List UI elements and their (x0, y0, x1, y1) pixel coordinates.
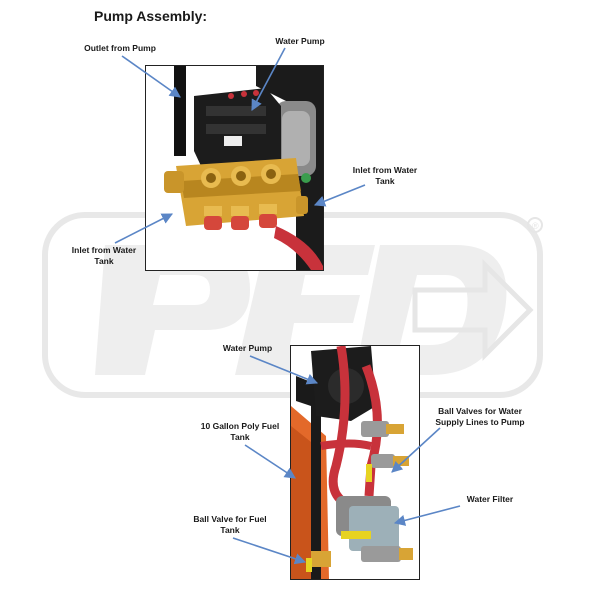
label-ball-valves-line1: Ball Valves for Water (438, 406, 522, 416)
label-outlet-from-pump: Outlet from Pump (84, 43, 156, 53)
top-pump-photo (145, 65, 324, 271)
arrow-ball-valves (391, 427, 441, 473)
label-inlet-right: Inlet from Water Tank (345, 165, 425, 187)
bottom-pump-photo (290, 345, 420, 580)
arrow-fuel-tank (244, 444, 296, 479)
label-inlet-left-line1: Inlet from Water (71, 245, 137, 255)
label-fuel-tank-line2: Tank (230, 432, 250, 442)
arrow-outlet-from-pump (121, 55, 181, 98)
label-ball-valve-fuel-line2: Tank (220, 525, 240, 535)
label-inlet-right-line2: Tank (375, 176, 395, 186)
label-ball-valve-fuel: Ball Valve for Fuel Tank (185, 514, 275, 536)
page-heading: Pump Assembly: (94, 8, 208, 24)
arrow-water-filter (393, 505, 461, 526)
label-inlet-right-line1: Inlet from Water (352, 165, 418, 175)
arrow-water-pump-bottom (249, 355, 319, 385)
label-inlet-left-line2: Tank (94, 256, 114, 266)
arrow-inlet-left (114, 213, 173, 244)
arrow-ball-valve-fuel (232, 537, 307, 565)
label-water-pump-top: Water Pump (275, 36, 325, 46)
label-ball-valves: Ball Valves for Water Supply Lines to Pu… (425, 406, 535, 428)
label-fuel-tank: 10 Gallon Poly Fuel Tank (195, 421, 285, 443)
label-ball-valves-line2: Supply Lines to Pump (435, 417, 525, 427)
arrow-inlet-right (313, 184, 366, 207)
label-water-filter: Water Filter (466, 494, 514, 504)
label-water-pump-bottom: Water Pump (222, 343, 273, 353)
registered-mark: ® (532, 221, 539, 231)
label-ball-valve-fuel-line1: Ball Valve for Fuel (193, 514, 267, 524)
arrow-water-pump-top (251, 47, 286, 111)
label-fuel-tank-line1: 10 Gallon Poly Fuel (200, 421, 280, 431)
label-inlet-left: Inlet from Water Tank (64, 245, 144, 267)
